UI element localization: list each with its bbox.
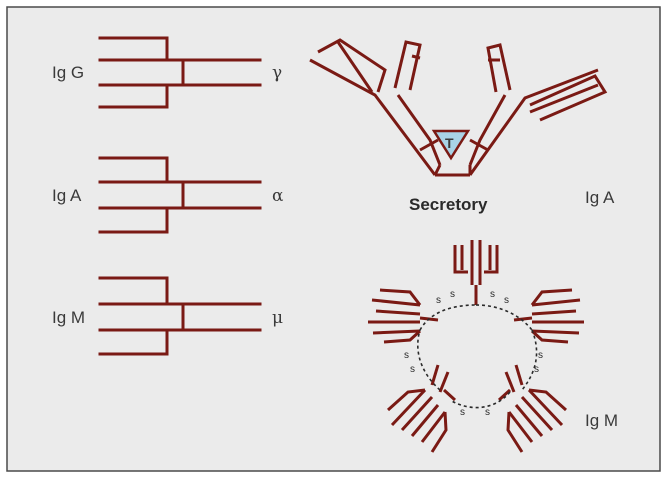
igm-unit-upper-right [513, 288, 584, 344]
label-mu: μ [272, 308, 283, 328]
s-bond: s [404, 350, 409, 361]
secretory-caption: Secretory [409, 195, 488, 214]
s-bond: s [534, 364, 539, 375]
secretory-piece-label: T [445, 135, 454, 151]
s-bond: s [410, 364, 415, 375]
label-iga: Ig A [52, 186, 82, 205]
s-bond: s [538, 350, 543, 361]
label-gamma: γ [272, 63, 282, 83]
secretory-piece-triangle [431, 129, 471, 161]
disulfide-labels: s s s s s s s s s s [404, 289, 543, 418]
s-bond: s [450, 289, 455, 300]
label-igm-right: Ig M [585, 411, 618, 430]
label-alpha: α [272, 186, 284, 206]
iga-structure [98, 156, 262, 234]
igm-unit-lower-left [386, 364, 457, 453]
s-bond: s [504, 295, 509, 306]
igm-monomer-structure [98, 276, 262, 356]
diagram-panel [6, 6, 661, 472]
s-bond: s [436, 295, 441, 306]
igm-unit-lower-right [497, 364, 568, 453]
igm-unit-top [453, 240, 499, 305]
label-iga-right: Ig A [585, 188, 615, 207]
igg-structure [98, 36, 262, 109]
label-igm-left: Ig M [52, 308, 85, 327]
s-bond: s [460, 407, 465, 418]
s-bond: s [490, 289, 495, 300]
label-igg: Ig G [52, 63, 84, 82]
s-bond: s [485, 407, 490, 418]
secretory-iga-structure [309, 38, 608, 177]
igm-disulfide-ring [417, 304, 538, 409]
